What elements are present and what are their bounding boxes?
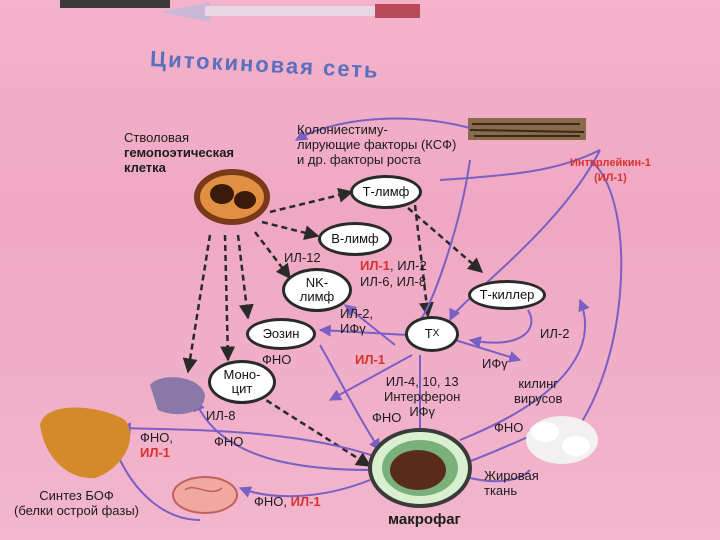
label-il2-ifn-line2: ИФγ bbox=[340, 321, 366, 336]
label-fno-center: ФНО bbox=[372, 410, 402, 425]
label-synthesis: Синтез БОФ (белки острой фазы) bbox=[14, 488, 139, 518]
label-il4-line1: ИЛ-4, 10, 13 bbox=[385, 374, 459, 389]
node-th-sub: Х bbox=[432, 328, 440, 339]
node-b-lymph: В-лимф bbox=[318, 222, 392, 256]
label-il2-ifn: ИЛ-2, ИФγ bbox=[340, 306, 373, 336]
label-il12: ИЛ-12 bbox=[284, 250, 321, 265]
label-killing-line1: килинг bbox=[518, 376, 559, 391]
top-arrow-banner bbox=[60, 0, 420, 22]
label-il2-right: ИЛ-2 bbox=[540, 326, 570, 341]
label-fno-il1-left: ФНО, ИЛ-1 bbox=[140, 430, 173, 460]
label-fat-line1: Жировая bbox=[484, 468, 539, 483]
label-il6-il8: ИЛ-6, ИЛ-8 bbox=[360, 274, 427, 289]
label-il1-red: ИЛ-1 bbox=[360, 258, 391, 273]
csf-line1: Колониестиму- bbox=[297, 122, 388, 137]
stem-cell-line3: клетка bbox=[124, 160, 166, 175]
label-il4-line2: Интерферон bbox=[384, 389, 461, 404]
label-killing: килинг вирусов bbox=[514, 376, 562, 406]
csf-label: Колониестиму- лирующие факторы (КСФ) и д… bbox=[297, 122, 456, 167]
label-synthesis-line2: (белки острой фазы) bbox=[14, 503, 140, 518]
node-monocyte-line1: Моно- bbox=[223, 367, 261, 382]
label-fno-brain: ФНО, ИЛ-1 bbox=[254, 494, 321, 509]
label-il4: ИЛ-4, 10, 13 Интерферон ИФγ bbox=[384, 374, 460, 419]
label-synthesis-line1: Синтез БОФ bbox=[39, 488, 114, 503]
label-fno-left: ФНО, bbox=[140, 430, 173, 445]
label-fat-line2: ткань bbox=[484, 483, 518, 498]
node-t-killer: Т-киллер bbox=[468, 280, 546, 310]
node-monocyte: Моно- цит bbox=[208, 360, 276, 404]
node-monocyte-line2: цит bbox=[231, 381, 253, 396]
label-fat-tissue: Жировая ткань bbox=[484, 468, 539, 498]
stem-cell-label: Стволовая гемопоэтическая клетка bbox=[124, 130, 234, 175]
label-fno-eosin: ФНО bbox=[262, 352, 292, 367]
label-macrophage: макрофаг bbox=[388, 511, 461, 528]
node-nk-line2: лимф bbox=[299, 289, 335, 304]
node-eosin: Эозин bbox=[246, 318, 316, 350]
node-th-label: Т bbox=[424, 326, 433, 341]
node-t-lymph: Т-лимф bbox=[350, 175, 422, 209]
node-nk-lymph: NK- лимф bbox=[282, 268, 352, 312]
csf-line2: лирующие факторы (КСФ) bbox=[297, 137, 457, 152]
label-fno-fat: ФНО bbox=[494, 420, 524, 435]
il1-annotation: Интерлейкин-1 (ИЛ-1) bbox=[570, 156, 651, 186]
label-fno-mono: ФНО bbox=[214, 434, 244, 449]
label-il1-mid: ИЛ-1 bbox=[355, 352, 386, 367]
label-il2: , ИЛ-2 bbox=[390, 258, 427, 273]
label-il2-ifn-line1: ИЛ-2, bbox=[340, 306, 374, 321]
node-nk-line1: NK- bbox=[305, 275, 329, 290]
label-killing-line2: вирусов bbox=[514, 391, 563, 406]
label-il1-il2: ИЛ-1, ИЛ-2 bbox=[360, 258, 427, 273]
label-il1-brain: ИЛ-1 bbox=[290, 494, 321, 509]
csf-line3: и др. факторы роста bbox=[297, 152, 421, 167]
label-ifg-right: ИФγ bbox=[482, 356, 508, 371]
label-il8: ИЛ-8 bbox=[206, 408, 236, 423]
label-fno-brain-text: ФНО, bbox=[254, 494, 291, 509]
stem-cell-line1: Стволовая bbox=[124, 130, 190, 145]
il1-annotation-line2: (ИЛ-1) bbox=[594, 172, 627, 184]
stem-cell-line2: гемопоэтическая bbox=[124, 145, 235, 160]
label-il4-line3: ИФγ bbox=[409, 404, 436, 419]
il1-annotation-line1: Интерлейкин-1 bbox=[570, 157, 651, 169]
label-il1-left: ИЛ-1 bbox=[140, 445, 171, 460]
